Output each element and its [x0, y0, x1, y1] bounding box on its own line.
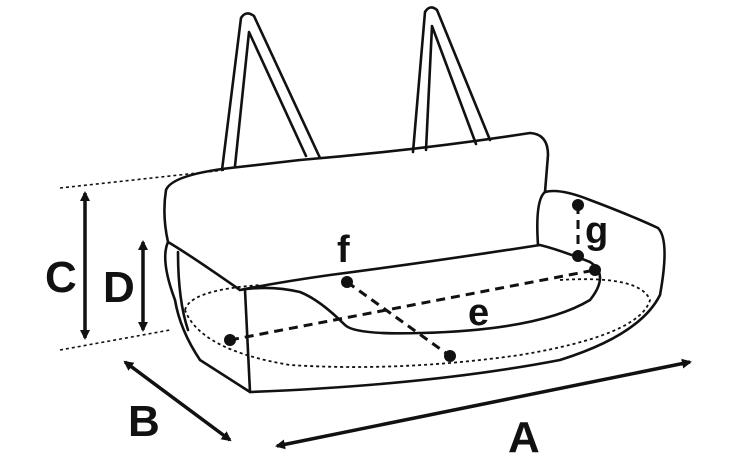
label-d: D — [103, 263, 135, 312]
label-c: C — [45, 253, 77, 302]
right-strap — [411, 6, 492, 154]
label-b: B — [128, 397, 160, 446]
measure-f — [346, 280, 451, 358]
left-strap — [220, 12, 322, 172]
label-f: f — [337, 229, 350, 271]
measure-e — [229, 268, 596, 342]
base-outline — [184, 278, 651, 368]
label-e: e — [468, 292, 489, 334]
c-top-guide — [59, 169, 226, 189]
left-side — [163, 240, 252, 394]
c-bottom-guide — [59, 329, 171, 351]
arrow-b — [123, 360, 232, 442]
arrow-a — [275, 358, 692, 450]
label-g: g — [585, 210, 608, 252]
label-a: A — [508, 413, 540, 462]
backrest — [163, 131, 550, 244]
